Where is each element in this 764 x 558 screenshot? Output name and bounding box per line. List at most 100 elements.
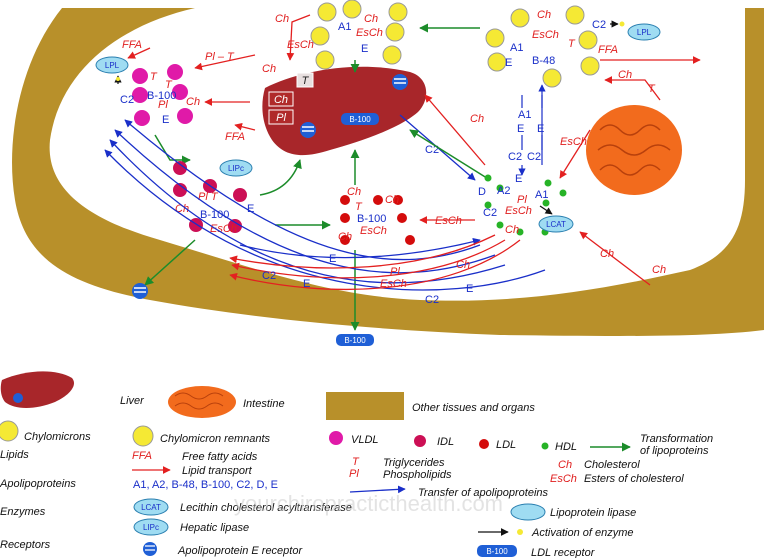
- arrow-vldl-ffa: [127, 47, 151, 59]
- other-tissues-ring: [12, 8, 764, 336]
- legend-lipid-transport: Lipid transport: [182, 465, 253, 477]
- arc-blue-c2-1: [114, 129, 496, 274]
- liver: T Ch Pl B-100: [262, 66, 427, 156]
- legend-receptors: Receptors: [0, 539, 51, 551]
- legend-chylomicron-remnants: Chylomicron remnants: [160, 433, 271, 445]
- vldl-t2: T: [165, 79, 173, 91]
- arc-blue-e2: [109, 139, 506, 284]
- liver-top-pl-t: Pl – T: [205, 51, 235, 63]
- legend-lcat-text: Lecithin cholesterol acyltransferase: [180, 502, 352, 514]
- arc-blue-c2-2: [104, 149, 546, 291]
- legend-lpl-swatch: [510, 503, 546, 521]
- vldl-c2: C2: [120, 94, 134, 106]
- chylo-right-e: E: [505, 57, 512, 69]
- arrow-intestine-to-chylo: [604, 76, 661, 101]
- liver-ch-label: Ch: [274, 94, 288, 106]
- legend-ffa: Free fatty acids: [182, 451, 258, 463]
- hdl-ch4: Ch: [652, 264, 666, 276]
- legend-chylomicron-swatch: [0, 420, 19, 442]
- legend-intestine: Intestine: [243, 398, 285, 410]
- lpl-left-label: LPL: [105, 61, 120, 70]
- ldl-esch: EsCh: [360, 225, 387, 237]
- legend-activation: Activation of enzyme: [531, 527, 634, 539]
- tissue-apoe-receptor-icon: [132, 283, 148, 299]
- arrow-tissue-ch-to-hdl: [579, 231, 651, 286]
- chylo-right-t: T: [568, 38, 576, 50]
- legend-cholesterol: Cholesterol: [584, 459, 640, 471]
- legend-hepatic: Hepatic lipase: [180, 522, 249, 534]
- arc-esch: EsCh: [380, 278, 407, 290]
- chylo-right-ch2: Ch: [618, 69, 632, 81]
- legend-idl-swatch: [414, 435, 426, 447]
- ldl-b100: B-100: [357, 213, 386, 225]
- legend-ldl-swatch: [479, 439, 489, 449]
- lpl-right-enzyme: [627, 23, 661, 41]
- chylo-right-b48: B-48: [532, 55, 555, 67]
- legend-esters: Esters of cholesterol: [584, 473, 684, 485]
- chylo-right-ffa: FFA: [598, 44, 618, 56]
- legend-intestine-icon: [168, 386, 236, 418]
- ldl-ch2: Ch: [385, 194, 399, 206]
- tissue-ldl-receptor-label: B-100: [344, 336, 366, 345]
- hdl-c2-left: C2: [425, 144, 439, 156]
- arc-blue-e1: [124, 119, 481, 261]
- arrow-idl-to-tissue: [144, 239, 196, 286]
- arrow-idl-ffa: [234, 122, 256, 131]
- legend-pl-sym: Pl: [349, 468, 359, 480]
- arc-e2: E: [303, 278, 310, 290]
- arc-red-esch: [229, 239, 521, 291]
- arrow-remnant-to-liver: [286, 14, 311, 61]
- chylomicrons-right: Ch EsCh A1 T E B-48: [485, 5, 600, 88]
- activation-dot-left: [116, 77, 120, 81]
- arrow-idl-to-liver: [259, 159, 302, 196]
- chylo-top-a1: A1: [338, 21, 351, 33]
- legend-lipids: Lipids: [0, 449, 29, 461]
- liver-pl-label: Pl: [276, 112, 286, 124]
- legend-lcat-sym: LCAT: [141, 503, 161, 512]
- arc-red-pl: [229, 234, 496, 269]
- legend-ldl-receptor: LDL receptor: [531, 547, 596, 558]
- activation-arrow-lcat: [539, 205, 553, 215]
- vldl-t1: T: [150, 71, 158, 83]
- legend-ffa-sym: FFA: [132, 450, 152, 462]
- arc-c2-2: C2: [425, 294, 439, 306]
- liver-ldl-receptor: B-100: [349, 115, 371, 124]
- watermark: yourchiropracticthealth.com: [234, 491, 503, 516]
- intestine: [586, 105, 682, 195]
- legend-ch-sym: Ch: [558, 459, 572, 471]
- vldl-ffa: FFA: [122, 39, 142, 51]
- hdl-ch3: Ch: [600, 248, 614, 260]
- hdl-pl: Pl: [517, 194, 527, 206]
- legend-apolipoproteins: Apolipoproteins: [0, 478, 76, 490]
- chylo-top-ch: Ch: [364, 13, 378, 25]
- lipc-label: LIPc: [228, 164, 244, 173]
- arc-c2-1: C2: [262, 270, 276, 282]
- arc-ch: Ch: [456, 259, 470, 271]
- liver-t-label: T: [302, 75, 310, 87]
- idl-e: E: [247, 203, 254, 215]
- legend-enzymes: Enzymes: [0, 506, 46, 518]
- vldl-e: E: [162, 114, 169, 126]
- legend-vldl: VLDL: [351, 434, 379, 446]
- legend-lcat-swatch: [133, 498, 169, 516]
- ldl-cluster: [340, 195, 415, 245]
- arc-pl: Pl: [390, 266, 400, 278]
- legend-ldl-receptor-swatch: [477, 545, 517, 557]
- hdl-ch2: Ch: [505, 224, 519, 236]
- vldl-pl: Pl: [158, 99, 168, 111]
- legend-hdl-swatch: [541, 442, 549, 450]
- hdl-e3: E: [515, 173, 522, 185]
- chylo-right-ch: Ch: [537, 9, 551, 21]
- chylo-top-esch: EsCh: [356, 27, 383, 39]
- lcat-enzyme: [538, 215, 574, 233]
- arrow-hdl-esch-to-chylo: [559, 129, 591, 179]
- legend-idl: IDL: [437, 436, 454, 448]
- vldl-ch: Ch: [186, 96, 200, 108]
- activation-dot-right: [619, 21, 625, 27]
- hdl-c2c: C2: [527, 151, 541, 163]
- lipc-enzyme: [219, 159, 253, 177]
- legend-liver: Liver: [120, 395, 145, 407]
- legend-hdl: HDL: [555, 441, 577, 453]
- legend-liver-icon: [0, 371, 75, 408]
